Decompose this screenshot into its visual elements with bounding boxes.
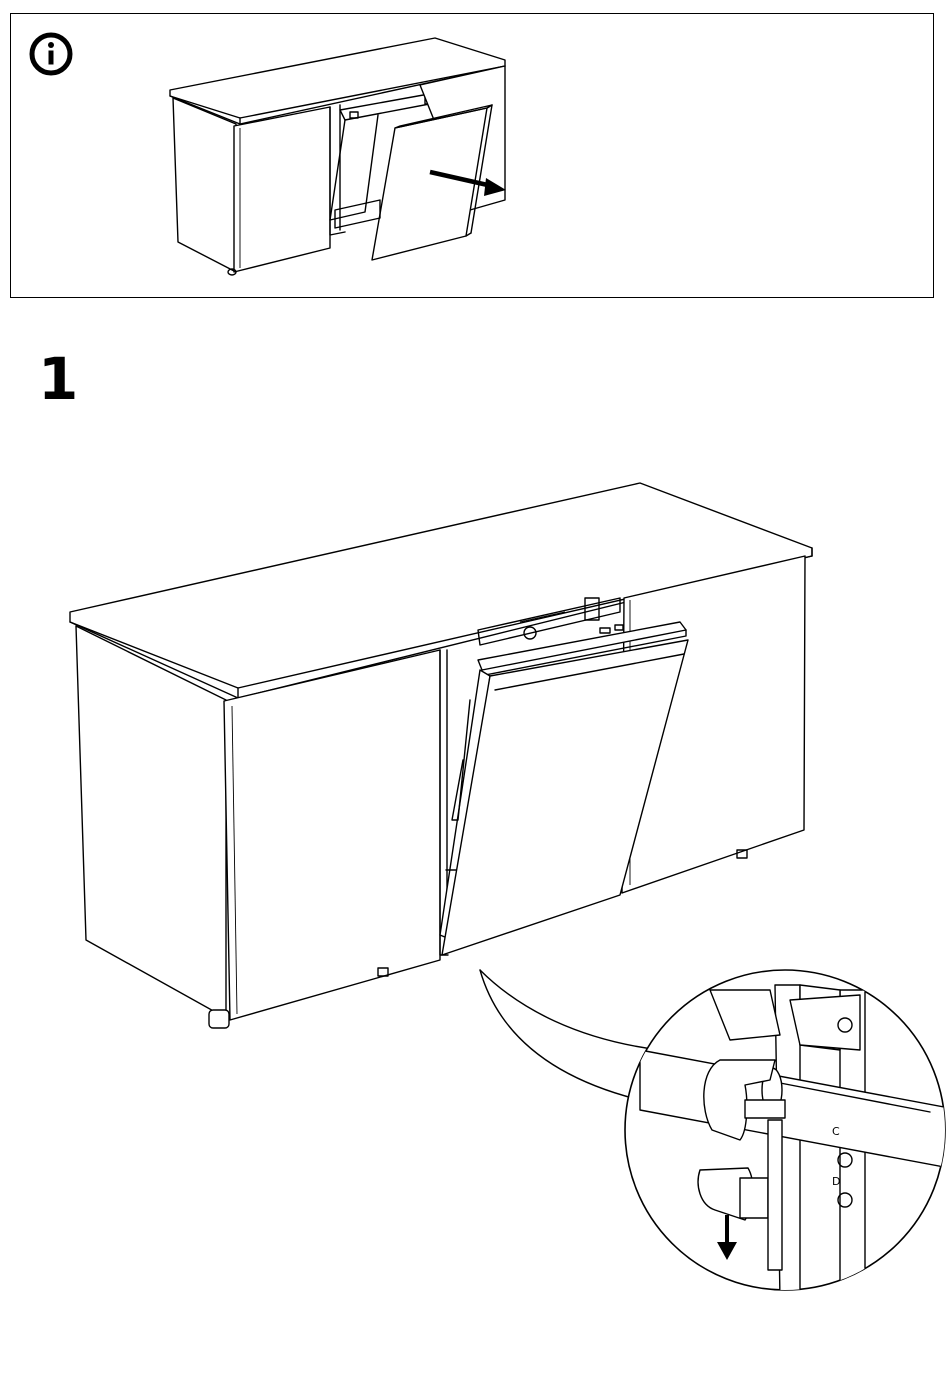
svg-text:C: C [832, 1125, 840, 1138]
svg-text:D: D [832, 1175, 840, 1188]
